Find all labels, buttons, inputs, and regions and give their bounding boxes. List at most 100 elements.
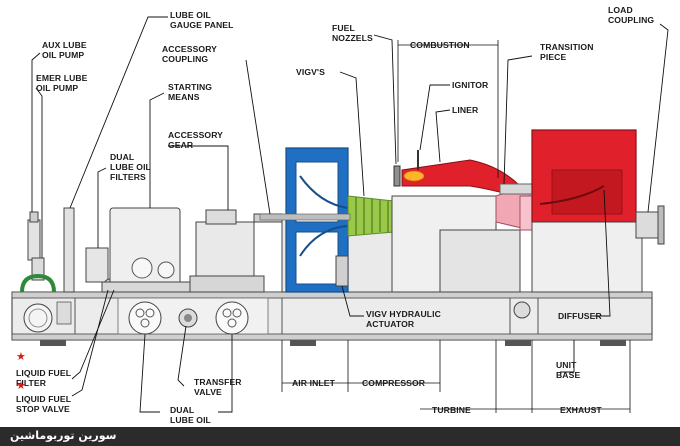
cooler-tube [232, 308, 242, 318]
label-line: COMPRESSOR [362, 378, 426, 388]
label-line: DIFFUSER [558, 311, 602, 321]
unit-base-top-rail [11, 291, 653, 299]
pump-pipe-green [20, 273, 56, 293]
leader-liquid-fuel-filter [71, 289, 115, 380]
bellmouth-curve [299, 175, 349, 209]
label-line: COUPLING [608, 15, 654, 25]
leader-accessory-gear [168, 145, 229, 210]
vigv-actuator [335, 255, 349, 287]
leader-diffuser [592, 189, 611, 317]
base-support-gauge [513, 301, 531, 319]
label-line: TRANSFER [194, 377, 242, 387]
base-foot [505, 340, 531, 346]
label-line: VIGV HYDRAULIC [366, 309, 441, 319]
leader-transition-piece [503, 55, 533, 185]
leader-accessory-coupling [245, 59, 271, 215]
aux-pump-cap [29, 211, 39, 223]
leader-dual-lube-coolers-2 [218, 334, 233, 413]
exhaust-inner [551, 169, 623, 215]
reservoir-manway-inner [28, 308, 48, 328]
label-line: LUBE OIL [110, 162, 151, 172]
cooler-tube [222, 308, 232, 318]
leader-lines [31, 16, 669, 413]
footer-bar: سورین توربوماشین [0, 427, 680, 446]
diffuser [539, 185, 605, 205]
leader-unit-base [560, 340, 575, 373]
accessory-gear-wheel [157, 261, 175, 279]
leader-aux-lube [31, 52, 41, 212]
cooler-tube [227, 318, 237, 328]
compressor-shaft [259, 213, 351, 221]
lube-cooler-left [128, 301, 162, 335]
fuel-nozzle [393, 165, 401, 187]
label-line: STARTING [168, 82, 212, 92]
label-compressor: COMPRESSOR [362, 378, 426, 388]
accessory-gear [195, 221, 255, 287]
leader-transfer-valve [177, 325, 187, 387]
label-exhaust: EXHAUST [560, 405, 602, 415]
leader-ignitor [419, 84, 450, 151]
flame [403, 170, 425, 182]
label-line: LIQUID FUEL [16, 394, 71, 404]
accessory-gear-base [189, 275, 265, 293]
label-line: EMER LUBE [36, 73, 88, 83]
label-line: FILTERS [110, 172, 146, 182]
leader-vigvs [339, 71, 365, 197]
label-line: FILTER [16, 378, 47, 388]
reservoir-bracket [56, 301, 72, 325]
cooler-tube [140, 318, 150, 328]
label-line: EXHAUST [560, 405, 602, 415]
leader-liner [435, 109, 451, 163]
label-turbine: TURBINE [432, 405, 471, 415]
leader-liquid-fuel-stop [71, 289, 109, 397]
label-line: TRANSITION [540, 42, 594, 52]
label-line: COMBUSTION [410, 40, 470, 50]
label-line: STOP VALVE [16, 404, 70, 414]
leader-vigv-hydraulic [341, 285, 364, 317]
label-line: LINER [452, 105, 479, 115]
label-line: LUBE OIL [170, 415, 211, 425]
accessory-gear-cap [205, 209, 237, 225]
air-inlet-lower [295, 231, 339, 285]
gauge-panel [63, 207, 75, 293]
dual-lube-filter [85, 247, 109, 283]
label-line: VALVE [194, 387, 222, 397]
lube-cooler-right [215, 301, 249, 335]
label-line: DUAL [170, 405, 194, 415]
label-line: AIR INLET [292, 378, 336, 388]
cooler-tube [145, 308, 155, 318]
transfer-valve-hub [184, 314, 192, 322]
turbine-blade-ring [499, 183, 535, 195]
leader-emer-lube [35, 87, 43, 258]
label-liner: LINER [452, 105, 479, 115]
load-coupling-flange [657, 205, 665, 245]
label-line: COUPLING [162, 54, 208, 64]
cooler-tube [135, 308, 145, 318]
label-line: OIL PUMP [36, 83, 78, 93]
label-diffuser: DIFFUSER [558, 311, 602, 321]
label-line: IGNITOR [452, 80, 489, 90]
label-line: LIQUID FUEL [16, 368, 71, 378]
label-line: PIECE [540, 52, 566, 62]
exhaust-skirt [531, 221, 643, 293]
leader-dual-lube-coolers [139, 333, 160, 413]
air-inlet-opening [295, 161, 339, 223]
unit-base [11, 291, 653, 341]
label-line: OIL PUMP [42, 50, 84, 60]
label-line: COOLERS [170, 425, 213, 427]
label-air-inlet: AIR INLET [292, 378, 336, 388]
star-marker: ★ [16, 379, 26, 392]
